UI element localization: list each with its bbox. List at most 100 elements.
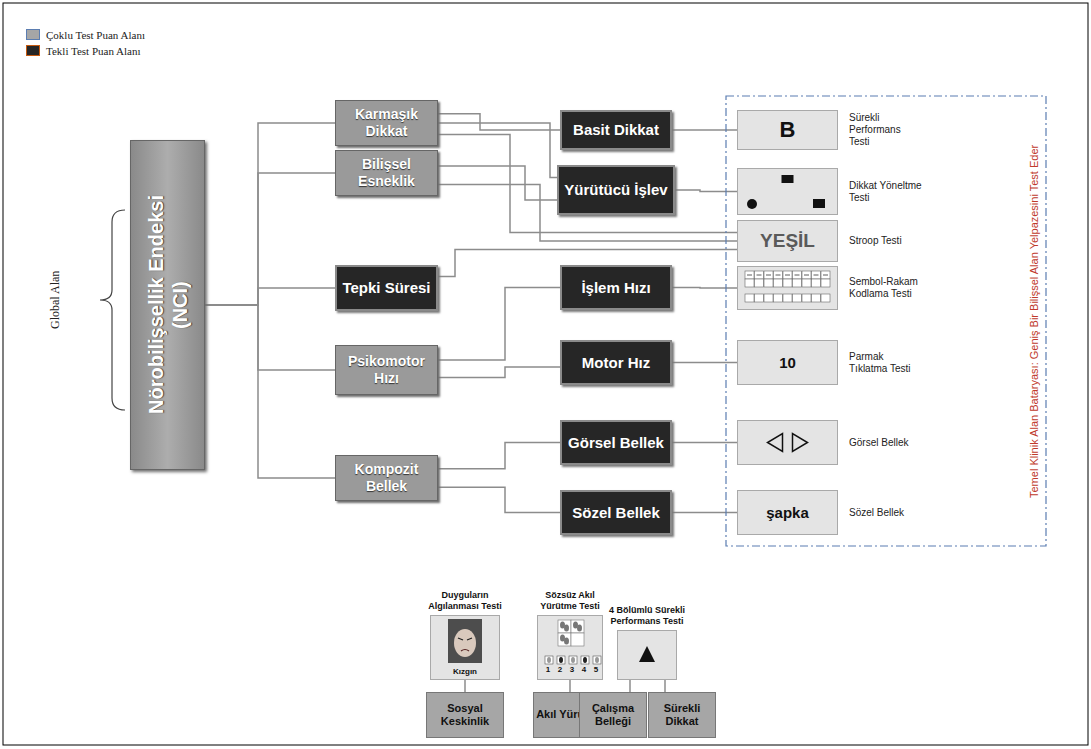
dashed-outline xyxy=(725,95,1047,547)
connector-line xyxy=(205,123,335,305)
matrix-cell xyxy=(571,620,584,633)
multi-test-domain-box: Karmaşık Dikkat xyxy=(335,100,438,146)
connector-line xyxy=(629,680,631,692)
test-name: Stroop Testi xyxy=(849,235,923,247)
single-test-domain-box: Görsel Bellek xyxy=(560,420,672,465)
box-label: Basit Dikkat xyxy=(573,121,659,139)
triangle-left xyxy=(768,434,783,452)
triangle-stimulus xyxy=(639,646,655,662)
connector-line xyxy=(438,123,557,178)
test-screen: 10Parmak Tıklatma Testi xyxy=(737,340,838,385)
connector-line xyxy=(438,288,560,361)
box-label: Psikomotor Hızı xyxy=(336,353,437,387)
key-cell xyxy=(793,279,802,287)
answer-cell xyxy=(821,294,830,302)
connector-line xyxy=(664,680,666,692)
symbol-mark xyxy=(823,275,828,276)
connector-line xyxy=(438,166,557,200)
region-label: Global Alan xyxy=(48,245,68,355)
box-label: Tepki Süresi xyxy=(342,279,430,297)
option-cell xyxy=(557,656,565,664)
matrix-cell xyxy=(558,620,571,633)
option-number: 1 xyxy=(542,665,554,675)
photo-ground xyxy=(448,619,482,663)
key-cell xyxy=(764,271,773,279)
answer-cell xyxy=(745,294,754,302)
single-test-domain-box: İşlem Hızı xyxy=(560,265,672,310)
box-label: Bilişsel Esneklik xyxy=(336,156,437,190)
box-label: Karmaşık Dikkat xyxy=(336,106,437,140)
legend-swatch xyxy=(26,29,40,40)
eyebrow xyxy=(458,638,463,640)
box-label: Sözel Bellek xyxy=(572,504,660,522)
single-test-domain-box: Yürütücü İşlev xyxy=(557,165,675,215)
key-cell xyxy=(755,279,764,287)
option-shape xyxy=(547,657,551,663)
domain-box: Sürekli Dikkat xyxy=(648,692,716,738)
test-name: Parmak Tıklatma Testi xyxy=(849,351,923,375)
single-test-domain-box: Tepki Süresi xyxy=(335,265,438,311)
key-cell xyxy=(783,271,792,279)
multi-test-domain-box: Psikomotor Hızı xyxy=(335,345,438,395)
connector-line xyxy=(205,305,335,478)
key-cell xyxy=(821,279,830,287)
test-screen: Sembol-Rakam Kodlama Testi xyxy=(737,266,838,310)
symbol-mark xyxy=(766,275,771,276)
key-cell xyxy=(802,279,811,287)
test-screen: BSürekli Performans Testi xyxy=(737,110,838,150)
connector-line xyxy=(205,305,335,370)
connector-line xyxy=(438,114,560,130)
connector-line xyxy=(464,680,466,692)
key-cell xyxy=(774,279,783,287)
single-test-domain-box: Motor Hız xyxy=(560,340,672,385)
legend-swatch xyxy=(26,45,40,56)
matrix-cell xyxy=(558,633,571,646)
curly-brace xyxy=(100,210,125,410)
single-test-domain-box: Basit Dikkat xyxy=(560,110,672,150)
box-label: 10 xyxy=(779,354,796,372)
symbol-mark xyxy=(757,275,762,276)
test-title: 4 Bölümlü Sürekli Performans Testi xyxy=(608,605,686,627)
single-test-domain-box: Sözel Bellek xyxy=(560,490,672,535)
battery-group: Temel Klinik Alan Bataryası: Geniş Bir B… xyxy=(725,95,1047,547)
symbol-mark xyxy=(804,275,809,276)
box-label: Çalışma Belleği xyxy=(580,702,646,728)
connector-line xyxy=(205,288,335,305)
option-shape xyxy=(571,657,575,663)
triangle-right xyxy=(793,434,808,452)
option-cell xyxy=(581,656,589,664)
connector-line xyxy=(438,367,560,378)
test-title: Sözsüz Akıl Yürütme Testi xyxy=(528,590,612,612)
multi-test-domain-box: Bilişsel Esneklik xyxy=(335,150,438,196)
option-number: 4 xyxy=(578,665,590,675)
key-cell xyxy=(821,271,830,279)
test-name: Görsel Bellek xyxy=(849,437,923,449)
face xyxy=(454,629,476,657)
test-screen: 4 Bölümlü Sürekli Performans Testi xyxy=(617,630,677,680)
test-screen: YEŞİLStroop Testi xyxy=(737,220,838,262)
test-screen: Görsel Bellek xyxy=(737,420,838,465)
connector-line xyxy=(672,362,737,364)
leaf-shape xyxy=(564,625,569,632)
box-label: Motor Hız xyxy=(582,354,650,372)
outer-frame xyxy=(3,3,1088,745)
box-label: şapka xyxy=(766,504,809,522)
cpt-picture xyxy=(618,631,676,679)
key-cell xyxy=(764,279,773,287)
key-cell xyxy=(745,279,754,287)
box-label: Sosyal Keskinlik xyxy=(427,702,503,728)
symbol-mark xyxy=(747,275,752,276)
choice-shape xyxy=(747,199,757,209)
connector-line xyxy=(672,442,737,444)
connector-line xyxy=(672,512,737,514)
shifting-attention-picture xyxy=(738,169,837,214)
connector-line xyxy=(438,443,560,469)
test-name: Sözel Bellek xyxy=(849,507,923,519)
key-cell xyxy=(812,279,821,287)
box-label: B xyxy=(780,117,796,143)
target-shape xyxy=(782,175,794,183)
box-label: Yürütücü İşlev xyxy=(564,181,667,199)
option-cell xyxy=(545,656,553,664)
connector-line xyxy=(672,287,737,289)
